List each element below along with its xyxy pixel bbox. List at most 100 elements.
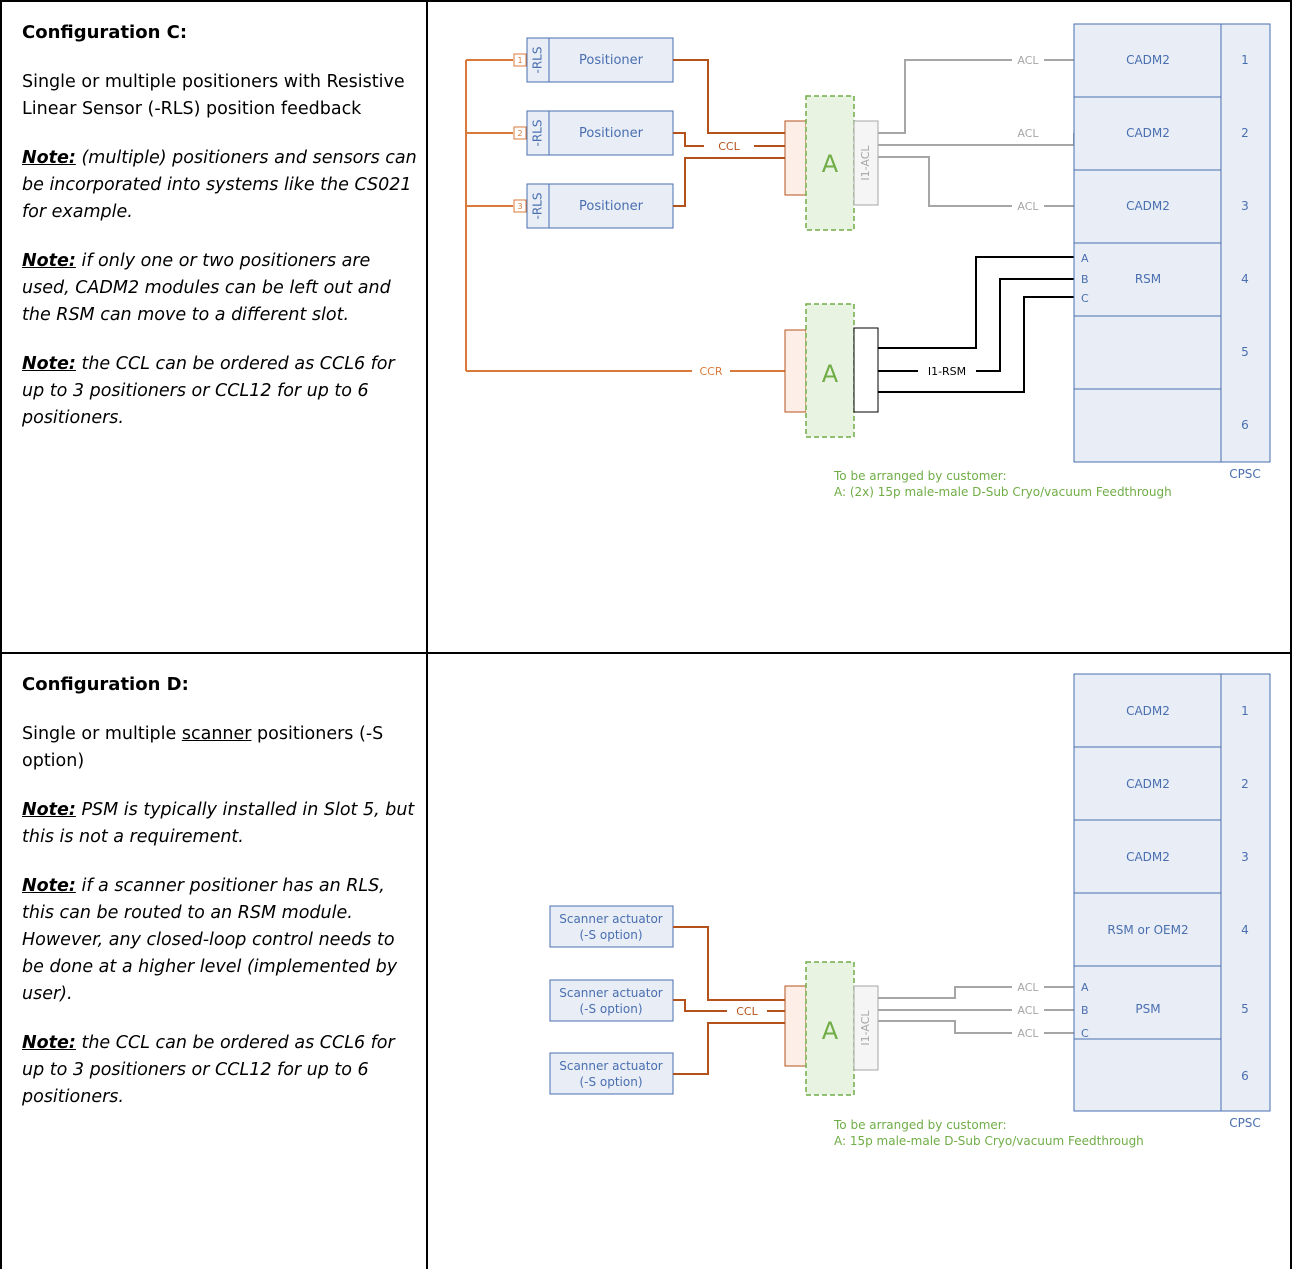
config-c-text: Configuration C: Single or multiple posi… bbox=[22, 22, 417, 454]
rack-label: CPSC bbox=[1229, 1116, 1261, 1130]
note-item: Note: if only one or two positioners are… bbox=[22, 251, 391, 325]
slot-number: 2 bbox=[1241, 777, 1249, 791]
note-item: Note: if a scanner positioner has an RLS… bbox=[22, 876, 398, 1004]
config-d-diagram: Scanner actuator (-S option) Scanner act… bbox=[549, 673, 1271, 1148]
feedthrough-label: A bbox=[822, 150, 839, 178]
slot-number: 2 bbox=[1241, 126, 1249, 140]
config-d-text: Configuration D: Single or multiple scan… bbox=[22, 674, 417, 1133]
slot-number: 5 bbox=[1241, 345, 1249, 359]
positioner-label: Positioner bbox=[579, 53, 644, 68]
positioner-2: 2 -RLS Positioner bbox=[513, 110, 674, 156]
table-border-middle bbox=[426, 0, 428, 1269]
positioner-label: Positioner bbox=[579, 199, 644, 214]
positioner-index: 2 bbox=[517, 129, 522, 138]
abc-label: B bbox=[1081, 1004, 1089, 1017]
acl-cable bbox=[878, 986, 1074, 1034]
actuator-line1: Scanner actuator bbox=[559, 1059, 663, 1073]
ccr-label: CCR bbox=[699, 365, 722, 378]
table-border-top bbox=[0, 0, 1292, 2]
rls-label: -RLS bbox=[531, 47, 545, 74]
config-d-title: Configuration D: bbox=[22, 674, 189, 695]
rack-module: CADM2 bbox=[1126, 704, 1170, 718]
abc-label: A bbox=[1081, 981, 1089, 994]
abc-label: C bbox=[1081, 292, 1089, 305]
positioner-3: 3 -RLS Positioner bbox=[513, 183, 674, 229]
ccl-label: CCL bbox=[718, 140, 740, 153]
slot-number: 5 bbox=[1241, 1002, 1249, 1016]
acl-label: ACL bbox=[1017, 1027, 1039, 1040]
rack-module: RSM bbox=[1135, 272, 1161, 286]
table-border-row bbox=[0, 652, 1292, 654]
positioner-index: 3 bbox=[517, 202, 522, 211]
rack-module: CADM2 bbox=[1126, 126, 1170, 140]
rls-label: -RLS bbox=[531, 120, 545, 147]
config-c-notes: Note: (multiple) positioners and sensors… bbox=[22, 145, 417, 432]
feedthrough-label: A bbox=[822, 360, 839, 388]
customer-note-line2: A: 15p male-male D-Sub Cryo/vacuum Feedt… bbox=[834, 1134, 1144, 1148]
feedthrough-top: A I1-ACL bbox=[784, 95, 879, 231]
rack: CADM2 CADM2 CADM2 RSM 1 2 3 4 5 6 A B C … bbox=[1073, 23, 1271, 481]
scanner-actuator-3: Scanner actuator (-S option) bbox=[549, 1052, 674, 1095]
rack-module: CADM2 bbox=[1126, 777, 1170, 791]
note-item: Note: (multiple) positioners and sensors… bbox=[22, 148, 417, 222]
rack-module: CADM2 bbox=[1126, 199, 1170, 213]
customer-note-line1: To be arranged by customer: bbox=[833, 1118, 1007, 1132]
note-item: Note: PSM is typically installed in Slot… bbox=[22, 800, 415, 847]
ccl-label: CCL bbox=[736, 1005, 758, 1018]
table-border-left bbox=[0, 0, 2, 1269]
slot-number: 1 bbox=[1241, 704, 1249, 718]
note-item: Note: the CCL can be ordered as CCL6 for… bbox=[22, 1033, 395, 1107]
rls-bus bbox=[465, 59, 785, 372]
slot-number: 3 bbox=[1241, 199, 1249, 213]
slot-number: 1 bbox=[1241, 53, 1249, 67]
config-d-notes: Note: PSM is typically installed in Slot… bbox=[22, 797, 417, 1111]
actuator-line2: (-S option) bbox=[579, 1002, 642, 1016]
abc-label: B bbox=[1081, 273, 1089, 286]
actuator-group: Scanner actuator (-S option) Scanner act… bbox=[549, 905, 674, 1095]
acl-cable bbox=[878, 59, 1075, 207]
config-c-description: Single or multiple positioners with Resi… bbox=[22, 72, 405, 119]
acl-label: ACL bbox=[1017, 1004, 1039, 1017]
positioner-1: 1 -RLS Positioner bbox=[513, 37, 674, 83]
scanner-actuator-1: Scanner actuator (-S option) bbox=[549, 905, 674, 948]
rack-label: CPSC bbox=[1229, 467, 1261, 481]
acl-label: ACL bbox=[1017, 54, 1039, 67]
interface-acl-label: I1-ACL bbox=[859, 1010, 872, 1046]
interface-rsm-label: I1-RSM bbox=[928, 365, 966, 378]
interface-acl-label: I1-ACL bbox=[859, 145, 872, 181]
rack-module: CADM2 bbox=[1126, 53, 1170, 67]
slot-number: 6 bbox=[1241, 1069, 1249, 1083]
table-border-right bbox=[1290, 0, 1292, 1269]
feedthrough-bottom: A bbox=[784, 303, 879, 438]
slot-number: 4 bbox=[1241, 272, 1249, 286]
config-c-title: Configuration C: bbox=[22, 22, 188, 43]
rack-module: RSM or OEM2 bbox=[1107, 923, 1188, 937]
positioner-label: Positioner bbox=[579, 126, 644, 141]
scanner-actuator-2: Scanner actuator (-S option) bbox=[549, 979, 674, 1022]
rack-module: PSM bbox=[1135, 1002, 1160, 1016]
rack-module: CADM2 bbox=[1126, 850, 1170, 864]
note-item: Note: the CCL can be ordered as CCL6 for… bbox=[22, 354, 395, 428]
ccl-cable bbox=[673, 926, 785, 1075]
slot-number: 3 bbox=[1241, 850, 1249, 864]
abc-label: C bbox=[1081, 1027, 1089, 1040]
positioner-group: 1 -RLS Positioner 2 -RLS Positioner 3 -R… bbox=[513, 37, 674, 229]
acl-label: ACL bbox=[1017, 981, 1039, 994]
abc-label: A bbox=[1081, 252, 1089, 265]
slot-number: 6 bbox=[1241, 418, 1249, 432]
feedthrough: A I1-ACL bbox=[784, 961, 879, 1096]
ccl-cable bbox=[673, 59, 785, 207]
config-d-description: Single or multiple scanner positioners (… bbox=[22, 724, 384, 771]
acl-label: ACL bbox=[1017, 127, 1039, 140]
rack: CADM2 CADM2 CADM2 RSM or OEM2 PSM 1 2 3 … bbox=[1073, 673, 1271, 1130]
actuator-line2: (-S option) bbox=[579, 1075, 642, 1089]
actuator-line1: Scanner actuator bbox=[559, 912, 663, 926]
customer-note-line2: A: (2x) 15p male-male D-Sub Cryo/vacuum … bbox=[834, 485, 1172, 499]
actuator-line2: (-S option) bbox=[579, 928, 642, 942]
feedthrough-label: A bbox=[822, 1017, 839, 1045]
acl-label: ACL bbox=[1017, 200, 1039, 213]
slot-number: 4 bbox=[1241, 923, 1249, 937]
positioner-index: 1 bbox=[517, 56, 522, 65]
rls-label: -RLS bbox=[531, 193, 545, 220]
